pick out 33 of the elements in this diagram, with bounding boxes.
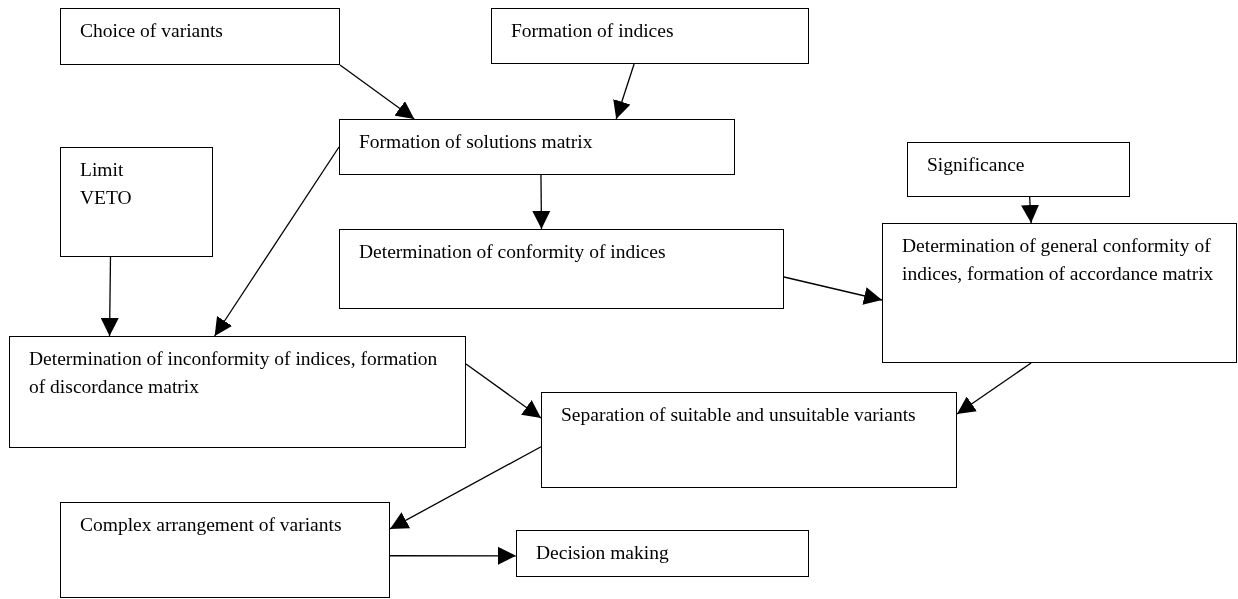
box-text: Formation of indices — [511, 19, 674, 43]
box-text: Limit VETO — [80, 158, 133, 210]
box-text: Complex arrangement of variants — [80, 513, 342, 537]
arrow — [339, 64, 415, 120]
arrow — [389, 546, 517, 565]
arrow — [465, 363, 542, 419]
process-box — [882, 223, 1237, 363]
arrow — [532, 174, 551, 230]
box-text: Choice of variants — [80, 19, 223, 43]
arrow — [613, 63, 635, 120]
arrow — [1021, 196, 1040, 224]
box-text: Separation of suitable and unsuitable variants — [561, 403, 916, 427]
arrow — [100, 256, 119, 337]
process-box — [339, 119, 735, 175]
box-text: Formation of solutions matrix — [359, 130, 593, 154]
process-box — [907, 142, 1130, 197]
arrow — [783, 276, 883, 305]
box-text: Determination of inconformity of indices, formation of discordance matrix — [29, 347, 439, 399]
process-box — [60, 502, 390, 598]
process-box — [491, 8, 809, 64]
process-box — [60, 147, 213, 257]
process-box — [339, 229, 784, 309]
process-box — [60, 8, 340, 65]
box-text: Significance — [927, 153, 1025, 177]
process-box — [9, 336, 466, 448]
box-text: Decision making — [536, 541, 669, 565]
arrow — [214, 146, 340, 337]
process-box — [541, 392, 957, 488]
arrow — [389, 446, 542, 530]
box-text: Determination of general conformity of indices, formation of accordance matrix — [902, 234, 1215, 286]
arrow — [956, 362, 1032, 415]
process-box — [516, 530, 809, 577]
box-text: Determination of conformity of indices — [359, 240, 666, 264]
